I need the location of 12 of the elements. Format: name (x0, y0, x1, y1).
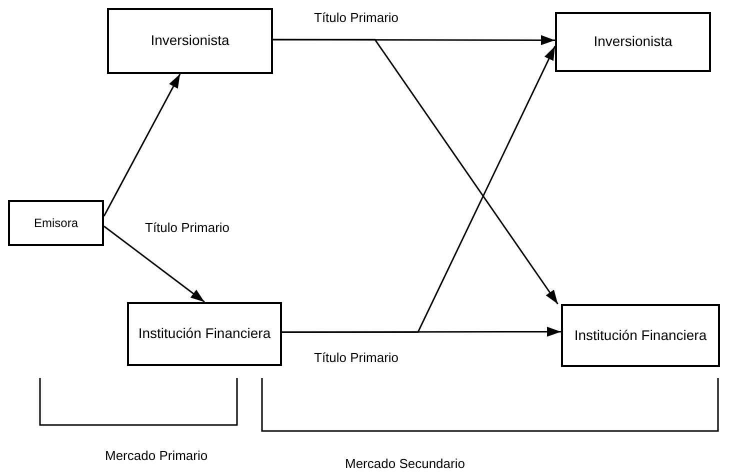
bracket-label: Mercado Primario (105, 447, 208, 465)
process-box: Institución Financiera (561, 304, 720, 367)
arrow (282, 46, 556, 333)
process-box: Emisora (8, 200, 104, 246)
text-label: Título Primario (145, 219, 230, 237)
arrow (104, 226, 205, 303)
process-box: Inversionista (555, 12, 711, 72)
process-box: Institución Financiera (127, 302, 282, 366)
arrow (273, 38, 558, 304)
bracket-label: Mercado Secundario (345, 455, 465, 473)
arrow (103, 74, 181, 216)
process-box: Inversionista (107, 8, 273, 74)
